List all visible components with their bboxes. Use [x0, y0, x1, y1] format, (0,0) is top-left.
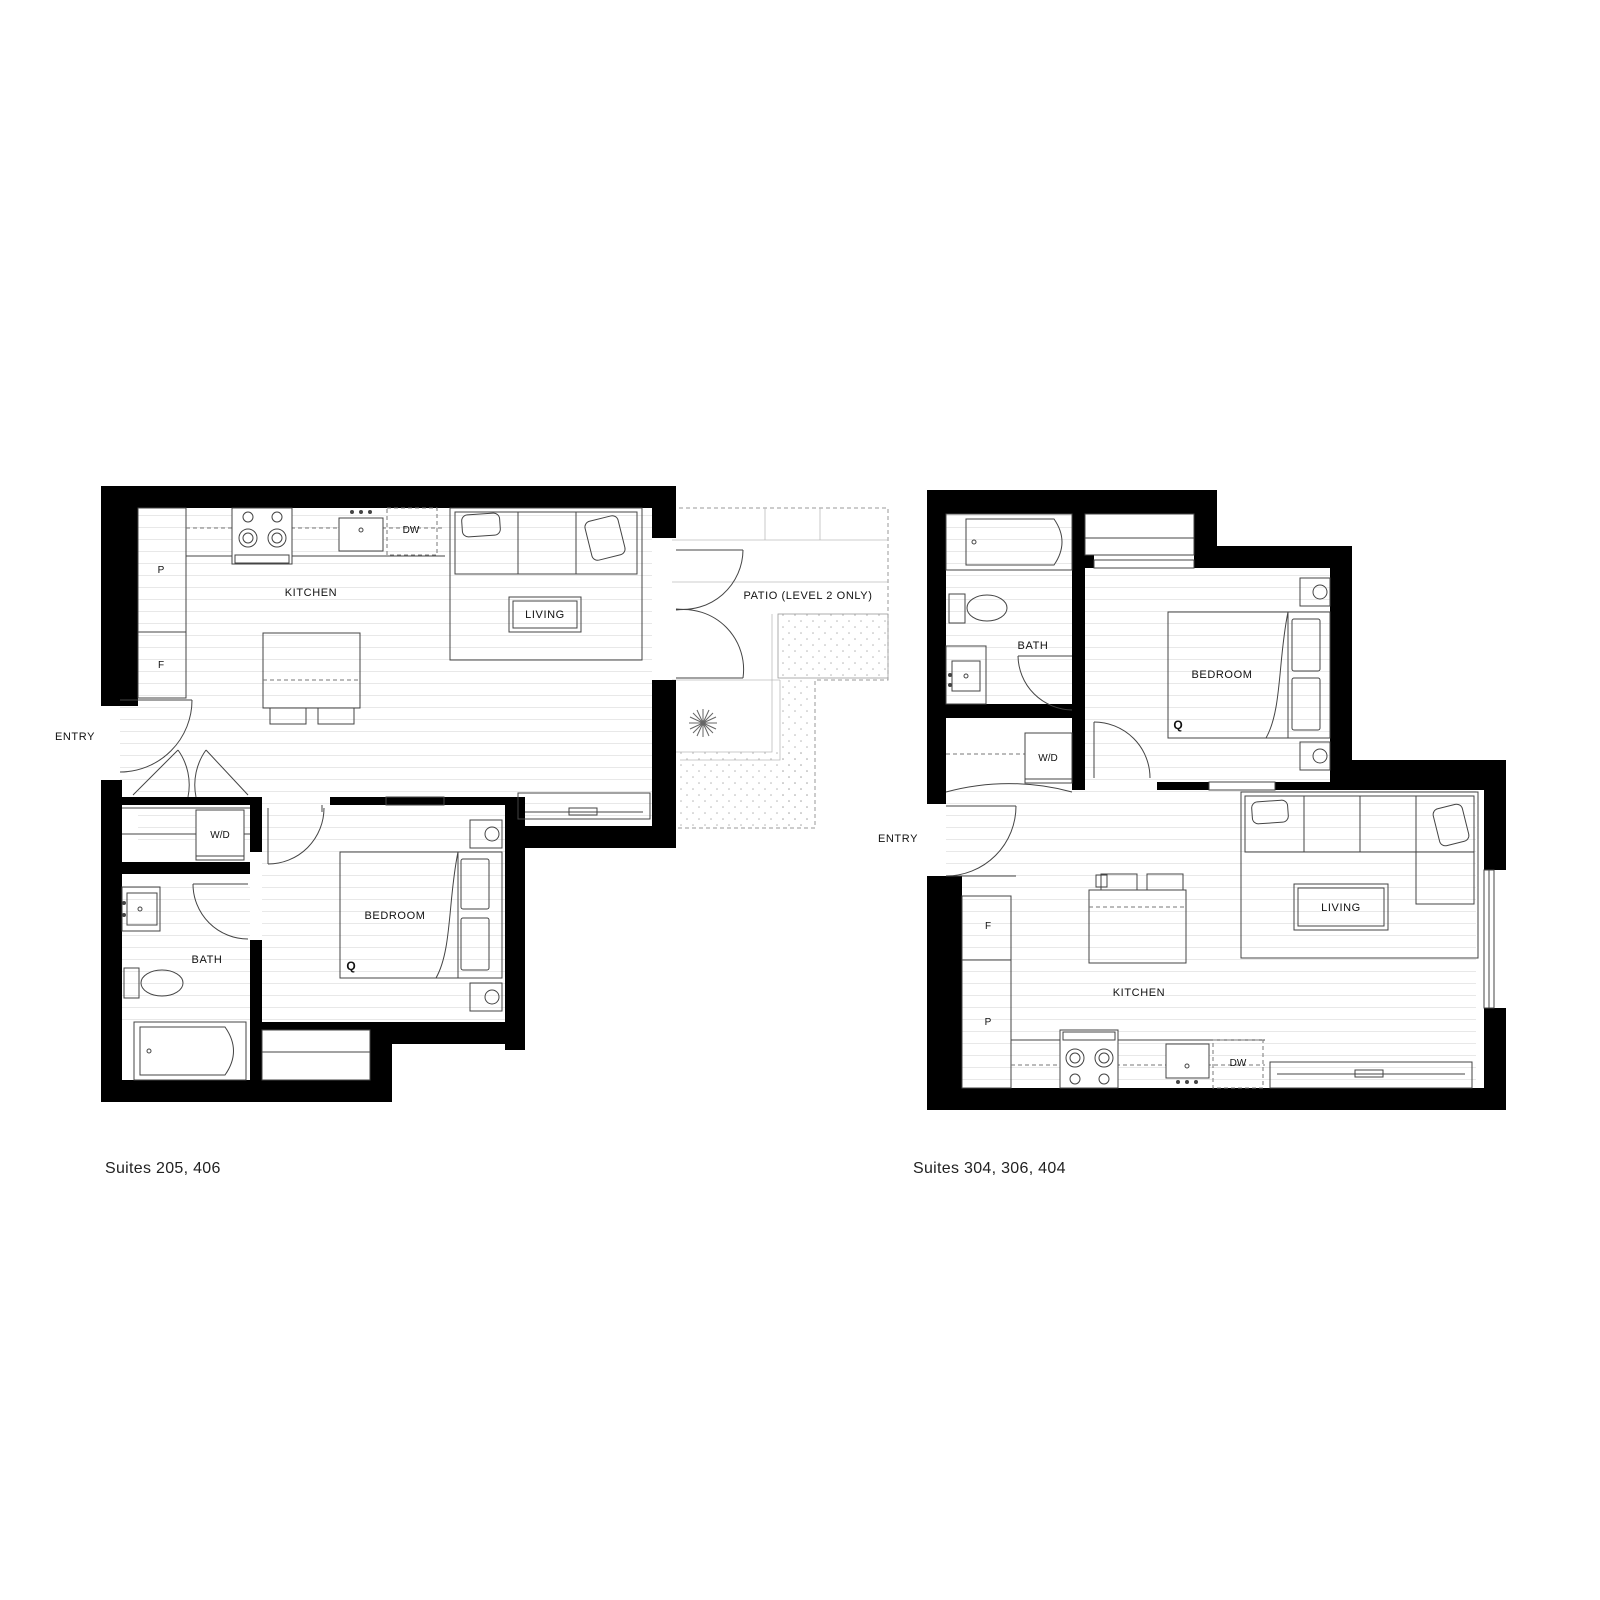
washer-dryer-label: W/D	[210, 830, 229, 841]
bedroom-door[interactable]	[1093, 721, 1151, 779]
bedroom-label: BEDROOM	[1191, 669, 1252, 681]
bathtub	[133, 1021, 247, 1081]
toilet	[123, 967, 184, 999]
closet-storage	[1084, 513, 1195, 556]
bed	[339, 819, 503, 1012]
pantry-label: P	[158, 565, 165, 576]
plant-icon	[689, 709, 717, 737]
walls	[927, 490, 1506, 1110]
entry-label: ENTRY	[878, 833, 918, 845]
bathtub	[945, 513, 1073, 571]
closet-storage	[261, 1029, 371, 1081]
kitchen-label: KITCHEN	[285, 587, 337, 599]
bathroom-sink	[945, 645, 987, 705]
entry-door[interactable]	[945, 805, 1017, 877]
washer-dryer-label: W/D	[1038, 753, 1057, 764]
kitchen-island	[262, 632, 361, 725]
bed-size-label: Q	[1173, 718, 1182, 732]
entry-door[interactable]	[119, 699, 193, 773]
bed	[1167, 577, 1331, 771]
dishwasher-label: DW	[1230, 1058, 1247, 1069]
dishwasher-label: DW	[403, 525, 420, 536]
kitchen-counter	[137, 507, 445, 699]
bath-door[interactable]	[1017, 655, 1073, 711]
plan-a: ENTRY KITCHEN LIVING BEDROOM BATH PATIO …	[55, 486, 889, 1177]
bedroom-door[interactable]	[267, 805, 325, 865]
walls	[101, 486, 676, 1102]
sofa	[1240, 791, 1479, 959]
bedroom-window	[385, 796, 445, 806]
plan-b: ENTRY KITCHEN LIVING BEDROOM BATH F P DW…	[878, 490, 1506, 1177]
tv-console	[1269, 1061, 1473, 1089]
patio-doors[interactable]	[675, 549, 745, 679]
plan-b-caption: Suites 304, 306, 404	[913, 1160, 1066, 1177]
sofa	[449, 507, 643, 661]
bedroom-label: BEDROOM	[364, 910, 425, 922]
bedroom-window	[1208, 781, 1276, 791]
plan-a-caption: Suites 205, 406	[105, 1160, 221, 1177]
entry-label: ENTRY	[55, 731, 95, 743]
fridge-label: F	[158, 660, 164, 671]
patio-label: PATIO (LEVEL 2 ONLY)	[744, 590, 873, 602]
bathroom-sink	[121, 886, 161, 932]
tv-console	[517, 792, 651, 820]
kitchen-counter	[961, 895, 1265, 1089]
bath-door[interactable]	[192, 883, 249, 940]
toilet	[948, 593, 1008, 624]
bath-label: BATH	[1018, 640, 1049, 652]
kitchen-label: KITCHEN	[1113, 987, 1165, 999]
living-window	[1483, 869, 1495, 1009]
bed-size-label: Q	[346, 959, 355, 973]
coffee-table	[508, 596, 582, 633]
patio	[672, 507, 889, 829]
bath-label: BATH	[192, 954, 223, 966]
fridge-label: F	[985, 921, 991, 932]
living-label: LIVING	[525, 609, 565, 621]
living-label: LIVING	[1321, 902, 1361, 914]
kitchen-island	[1088, 873, 1187, 964]
washer-dryer	[945, 732, 1073, 793]
coffee-table	[1293, 883, 1389, 931]
washer-dryer	[195, 809, 245, 861]
bedroom-closet	[1093, 559, 1195, 569]
pantry-label: P	[985, 1017, 992, 1028]
